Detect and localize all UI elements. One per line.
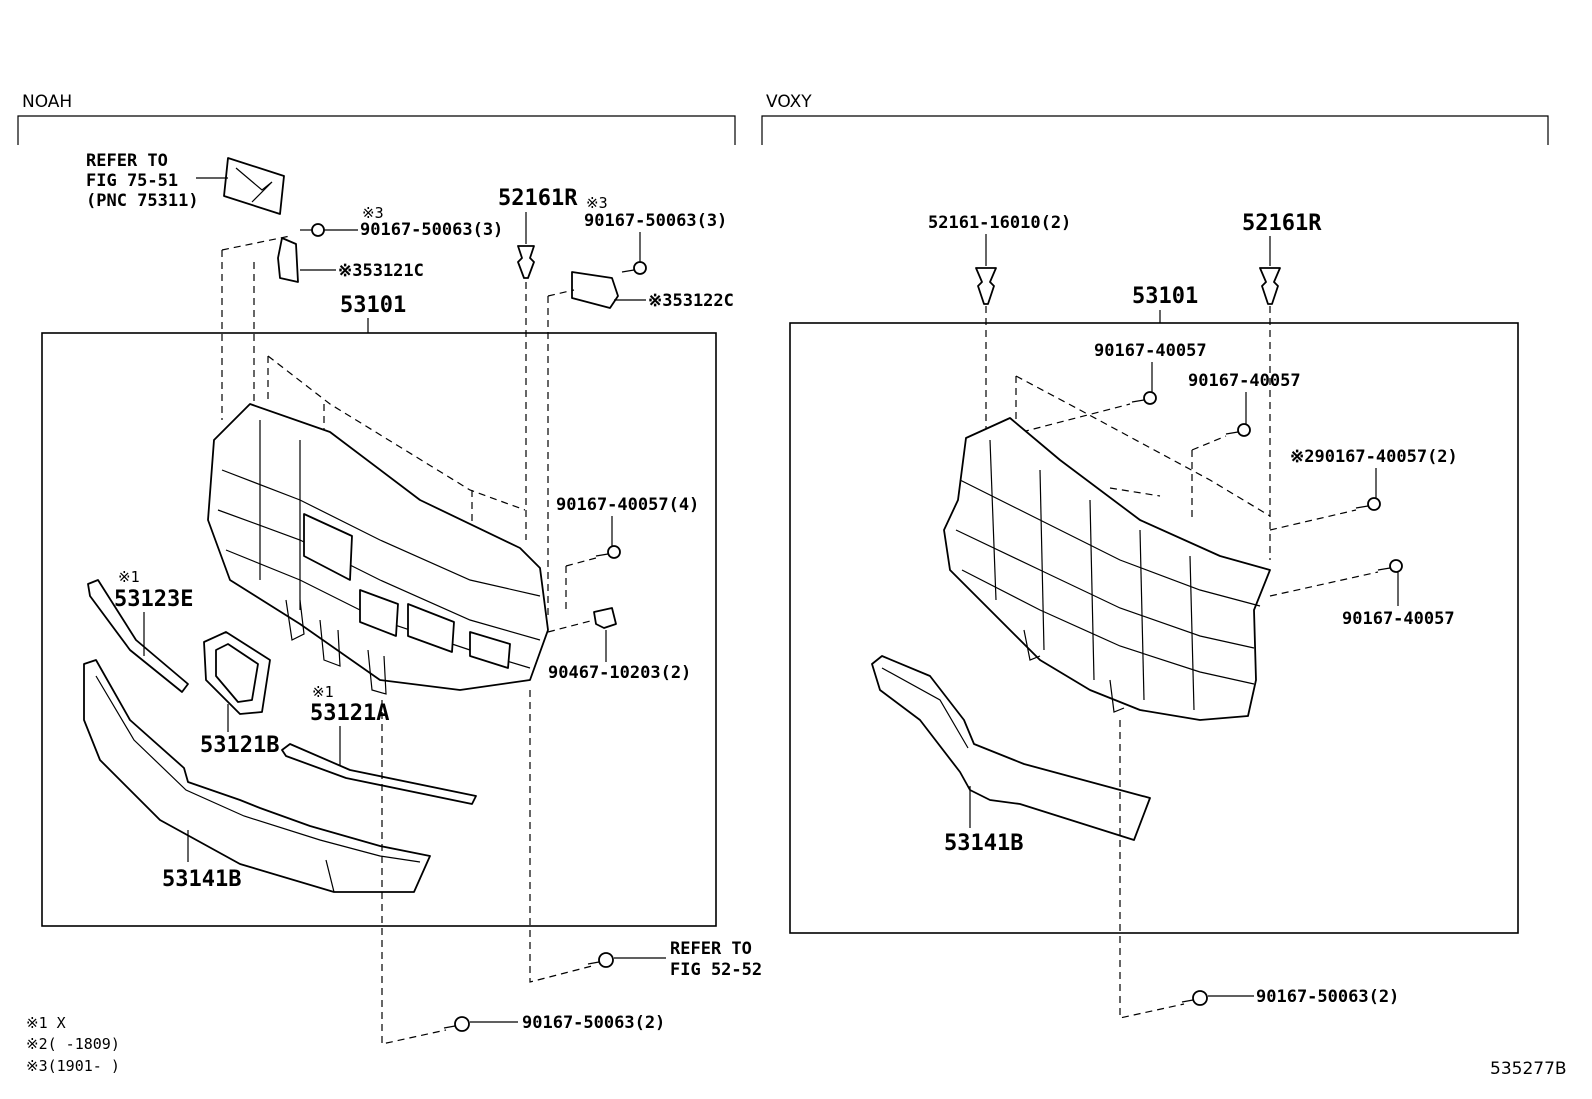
molding-a-label: 53121A bbox=[310, 701, 389, 726]
screw-top-label: 90167-50063(3) bbox=[360, 220, 503, 240]
emblem-part bbox=[223, 157, 285, 215]
noah-grille-label: 53101 bbox=[340, 293, 406, 318]
screw-right-mark: ※3 bbox=[586, 194, 608, 212]
screw-icon bbox=[443, 1016, 470, 1032]
voxy-screw-d-label: 90167-40057 bbox=[1342, 609, 1455, 629]
screw-icon bbox=[621, 261, 647, 275]
footnote-1: ※1 X bbox=[26, 1014, 66, 1032]
screw-icon bbox=[587, 952, 614, 968]
bracket-53122c bbox=[571, 271, 619, 309]
noah-lower-label: 53141B bbox=[162, 867, 241, 892]
voxy-assembly-box bbox=[789, 322, 1519, 934]
molding-e-mark: ※1 bbox=[118, 568, 140, 586]
voxy-lower-label: 53141B bbox=[944, 831, 1023, 856]
section-title-voxy: VOXY bbox=[766, 92, 812, 112]
section-title-noah: NOAH bbox=[22, 92, 72, 112]
guide-dash bbox=[1191, 435, 1227, 451]
bracket-voxy bbox=[761, 115, 1549, 145]
guide-dash bbox=[1109, 487, 1161, 497]
screw-icon bbox=[1131, 391, 1157, 405]
clip-icon bbox=[975, 267, 997, 305]
molding-53121a bbox=[281, 743, 477, 805]
noah-screw-bottom-label: 90167-50063(2) bbox=[522, 1013, 665, 1033]
footnote-3: ※3(1901- ) bbox=[26, 1057, 120, 1075]
clip-icon bbox=[593, 607, 617, 629]
screw-top-mark: ※3 bbox=[362, 204, 384, 222]
insert-53121b bbox=[203, 631, 271, 715]
guide-dash bbox=[529, 690, 593, 983]
guide-dash bbox=[267, 355, 526, 511]
molding-a-mark: ※1 bbox=[312, 683, 334, 701]
screw-icon bbox=[1225, 423, 1251, 437]
guide-dash bbox=[547, 289, 575, 297]
voxy-screw-c-label: ※290167-40057(2) bbox=[1290, 447, 1458, 467]
voxy-screw-bottom-label: 90167-50063(2) bbox=[1256, 987, 1399, 1007]
screw-icon bbox=[595, 545, 621, 559]
guide-dash bbox=[1021, 403, 1131, 433]
voxy-screw-a-label: 90167-40057 bbox=[1094, 341, 1207, 361]
molding-e-label: 53123E bbox=[114, 587, 193, 612]
refer-emblem-label: REFER TO FIG 75-51 (PNC 75311) bbox=[86, 151, 199, 211]
guide-dash bbox=[1269, 571, 1379, 597]
screw-right-label: 90167-50063(3) bbox=[584, 211, 727, 231]
noah-assembly-box bbox=[41, 332, 717, 927]
guide-dash bbox=[565, 557, 597, 567]
diagram-id: 535277B bbox=[1490, 1059, 1567, 1079]
voxy-screw-b-label: 90167-40057 bbox=[1188, 371, 1301, 391]
guide-dash bbox=[1119, 720, 1185, 1019]
noah-lower-grille bbox=[83, 659, 431, 893]
molding-53123e bbox=[87, 579, 189, 693]
screw-4057-label: 90167-40057(4) bbox=[556, 495, 699, 515]
clip-icon bbox=[1259, 267, 1281, 305]
clip-10203-label: 90467-10203(2) bbox=[548, 663, 691, 683]
screw-icon bbox=[300, 223, 325, 237]
screw-icon bbox=[1181, 990, 1208, 1006]
clip-icon bbox=[517, 245, 535, 279]
guide-dash bbox=[1015, 375, 1271, 517]
bracket-53121c bbox=[277, 237, 299, 283]
bracket-right-label: ※353122C bbox=[648, 291, 734, 311]
voxy-lower-grille bbox=[871, 655, 1151, 841]
voxy-main-grille bbox=[943, 417, 1271, 721]
footnote-2: ※2( -1809) bbox=[26, 1035, 120, 1053]
noah-clip-label: 52161R bbox=[498, 186, 578, 211]
bracket-c-label: ※353121C bbox=[338, 261, 424, 281]
guide-dash bbox=[381, 700, 447, 1045]
guide-dash bbox=[1269, 509, 1357, 531]
guide-dash bbox=[547, 619, 595, 633]
screw-icon bbox=[1355, 497, 1381, 511]
screw-icon bbox=[1377, 559, 1403, 573]
voxy-clip-label: 52161R bbox=[1242, 211, 1322, 236]
insert-b-label: 53121B bbox=[200, 733, 279, 758]
refer-bottom-label: REFER TO FIG 52-52 bbox=[670, 939, 762, 980]
voxy-grille-label: 53101 bbox=[1132, 284, 1198, 309]
noah-main-grille bbox=[207, 403, 549, 695]
bracket-noah bbox=[17, 115, 736, 145]
voxy-clip-16010-label: 52161-16010(2) bbox=[928, 213, 1071, 233]
